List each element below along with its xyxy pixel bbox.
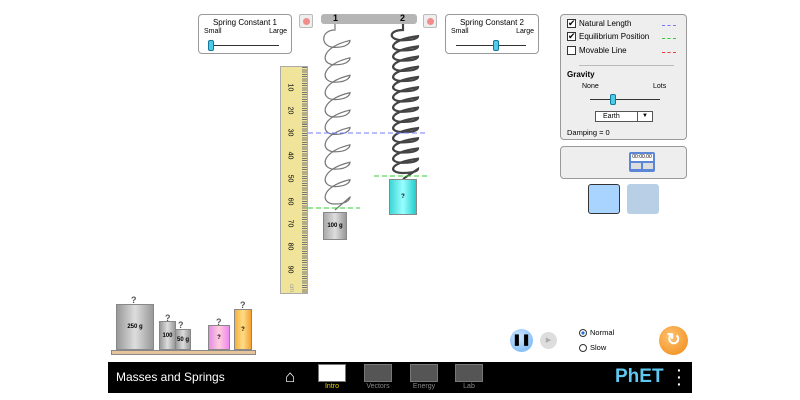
mass-100g-hanging[interactable]: 100 g: [323, 212, 347, 240]
spring-constant-2-panel: Spring Constant 2 Small Large: [445, 14, 539, 54]
stopwatch-icon[interactable]: 00:00.00: [629, 152, 655, 172]
speed-normal-radio[interactable]: Normal: [579, 328, 614, 337]
large-label: Large: [269, 28, 287, 35]
mass-250g[interactable]: 250 g: [116, 304, 154, 350]
tab-intro[interactable]: Intro: [318, 364, 346, 390]
spring-constant-2-thumb[interactable]: [493, 40, 499, 51]
ruler[interactable]: 10 20 30 40 50 60 70 80 90 cm: [280, 66, 308, 294]
mystery-mass-orange[interactable]: ?: [234, 309, 252, 350]
ruler-tick-label: 90: [286, 265, 294, 273]
spring-1: [323, 24, 351, 211]
hook-icon: ?: [165, 313, 171, 323]
spring-1-label: 1: [333, 13, 339, 23]
equilibrium-legend: [662, 38, 676, 39]
spring-2-label: 2: [400, 13, 406, 23]
tab-lab[interactable]: Lab: [455, 364, 483, 390]
mass-50g[interactable]: 50 g: [175, 329, 191, 350]
small-label: Small: [451, 28, 469, 35]
gravity-title: Gravity: [567, 70, 595, 79]
mass-100g[interactable]: 100: [159, 321, 176, 350]
mystery-mass-pink[interactable]: ?: [208, 325, 230, 350]
hook-icon: ?: [131, 295, 137, 305]
damping-label: Damping = 0: [567, 128, 610, 137]
sim-title: Masses and Springs: [116, 370, 225, 384]
spring-constant-2-track[interactable]: [456, 45, 526, 46]
divider: [579, 65, 674, 66]
ruler-tick-label: 20: [286, 106, 294, 115]
spring-constant-1-track[interactable]: [209, 45, 279, 46]
spring-constant-1-panel: Spring Constant 1 Small Large: [198, 14, 292, 54]
stop-spring-2-button[interactable]: [423, 14, 437, 28]
tab-vectors[interactable]: Vectors: [364, 364, 392, 390]
spring-constant-1-thumb[interactable]: [208, 40, 214, 51]
ruler-tick-label: 10: [286, 83, 294, 92]
gravity-lots-label: Lots: [653, 83, 667, 90]
spring-constant-2-title: Spring Constant 2: [459, 18, 525, 27]
spring-ceiling: 1 2: [321, 13, 417, 24]
large-label: Large: [516, 28, 534, 35]
ruler-tick-label: 70: [286, 219, 294, 228]
phet-logo[interactable]: PhET: [615, 366, 664, 387]
natural-length-legend: [662, 25, 676, 26]
planet-dropdown[interactable]: Earth▼: [595, 111, 653, 122]
dual-spring-view-button[interactable]: [627, 184, 659, 214]
options-panel: ✔Natural Length ✔Equilibrium Position Mo…: [560, 14, 687, 140]
pause-button[interactable]: ❚❚: [510, 329, 533, 352]
step-forward-button[interactable]: ▶: [540, 332, 557, 349]
natural-length-checkbox[interactable]: ✔Natural Length: [567, 18, 632, 28]
small-label: Small: [204, 28, 222, 35]
single-spring-view-button[interactable]: [588, 184, 620, 214]
ruler-unit: cm: [288, 284, 294, 292]
hook-icon: ?: [216, 317, 222, 327]
hook-icon: ?: [178, 320, 184, 330]
movable-line-legend: [662, 52, 676, 53]
ruler-tick-label: 60: [286, 197, 294, 205]
reset-all-button[interactable]: ↻: [659, 326, 688, 355]
spring-constant-1-title: Spring Constant 1: [212, 18, 278, 27]
gravity-slider-track[interactable]: [590, 99, 660, 100]
gravity-slider-thumb[interactable]: [610, 94, 616, 105]
ruler-tick-label: 50: [286, 174, 294, 183]
ruler-tick-label: 40: [286, 151, 294, 160]
ruler-tick-label: 80: [286, 242, 294, 251]
navigation-bar: Masses and Springs ⌂ Intro Vectors Energ…: [108, 362, 692, 393]
ruler-tick-label: 30: [286, 128, 294, 137]
home-icon[interactable]: ⌂: [285, 367, 296, 386]
spring-2: [390, 24, 420, 180]
shelf: [111, 350, 256, 355]
speed-slow-radio[interactable]: Slow: [579, 343, 606, 352]
hook-icon: ?: [240, 300, 246, 310]
equilibrium-position-checkbox[interactable]: ✔Equilibrium Position: [567, 31, 650, 41]
stop-spring-1-button[interactable]: [299, 14, 313, 28]
gravity-none-label: None: [582, 83, 599, 90]
tab-energy[interactable]: Energy: [410, 364, 438, 390]
mystery-mass-hanging[interactable]: ?: [389, 179, 417, 215]
menu-icon[interactable]: ···: [677, 362, 682, 392]
tools-panel: 00:00.00: [560, 146, 687, 179]
movable-line-checkbox[interactable]: Movable Line: [567, 46, 627, 55]
